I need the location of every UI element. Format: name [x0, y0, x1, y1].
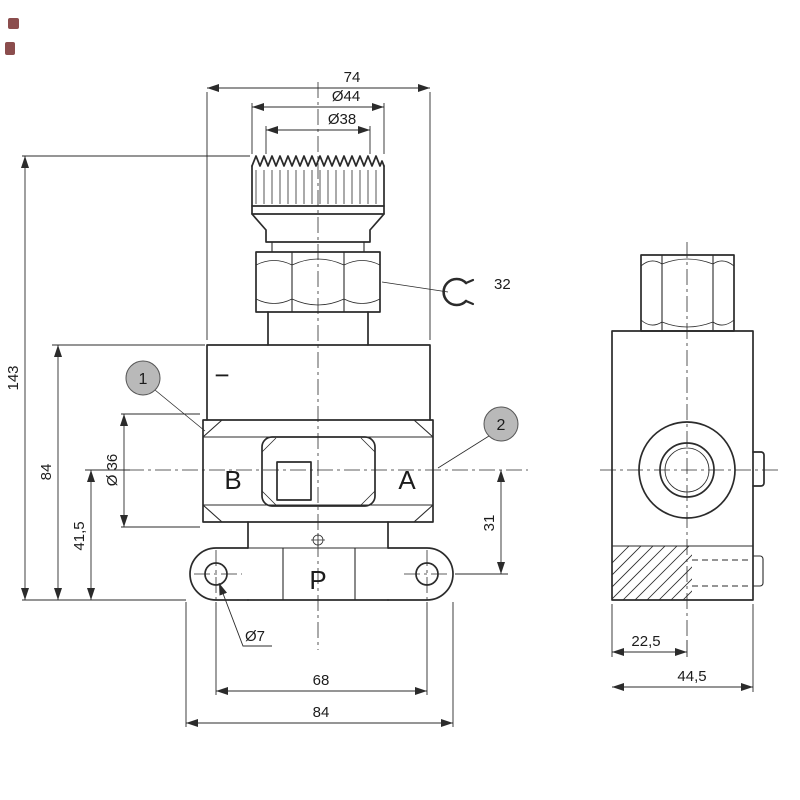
centerlines: [128, 82, 528, 650]
mounting-hole-left: [204, 562, 228, 586]
dim-pitch-right: 31: [455, 470, 508, 575]
side-boss-tab: [752, 451, 765, 487]
port-label-a: A: [398, 465, 416, 495]
foot-section-hatch: [612, 546, 692, 600]
callout-1-badge: [125, 360, 161, 396]
port-label-b: B: [224, 465, 241, 495]
adjust-direction-minus: −: [214, 360, 229, 390]
front-view: − B A: [5, 69, 528, 727]
valve-body: B A: [202, 419, 434, 547]
wrench-size-value: 32: [494, 276, 511, 293]
dim-height-total: 143: [5, 155, 250, 601]
callout-2-badge: [483, 406, 519, 442]
dim-bore: Ø 36: [104, 413, 200, 528]
scan-artifact: [5, 42, 15, 55]
dim-hole-pitch: 68: [215, 602, 428, 695]
side-foot-tab: [753, 555, 764, 587]
locknut: [255, 251, 381, 313]
port-label-p: P: [309, 565, 326, 595]
dim-pitch-right-value: 31: [481, 515, 498, 532]
dim-bore-value: Ø 36: [104, 454, 121, 487]
dim-hole-pitch-value: 68: [313, 672, 330, 689]
dim-height-total-value: 143: [5, 365, 22, 390]
wrench-callout: 32: [381, 276, 511, 307]
callout-1: 1: [125, 360, 206, 432]
upper-housing: −: [206, 311, 431, 421]
dim-top-width: 74: [206, 69, 431, 340]
scan-artifact: [8, 18, 19, 29]
dim-depth-value: 44,5: [677, 668, 706, 685]
dim-hole-value: Ø7: [245, 628, 265, 645]
dim-knob-mid-value: Ø38: [328, 111, 356, 128]
dim-height-port: 41,5: [71, 469, 130, 600]
adjustment-knob: [251, 155, 385, 253]
dim-knob-mid: Ø38: [265, 111, 371, 154]
center-window: [276, 461, 312, 501]
wrench-icon: [442, 277, 475, 307]
dim-height-body-value: 84: [38, 464, 55, 481]
mounting-flange: P: [189, 521, 454, 601]
center-mark-icon: [311, 533, 325, 547]
dim-depth: 44,5: [612, 604, 754, 692]
callout-2: 2: [437, 406, 519, 469]
dim-height-body: 84: [38, 344, 205, 600]
callout-1-number: 1: [139, 371, 148, 388]
dim-foot-offset-value: 22,5: [631, 633, 660, 650]
side-view: 22,5 44,5: [600, 242, 780, 692]
mounting-hole-right: [415, 562, 439, 586]
dim-top-width-value: 74: [344, 69, 361, 86]
dim-hole-leader: Ø7: [218, 582, 272, 647]
knurl-ribs: [255, 170, 377, 204]
side-centerlines: [600, 242, 780, 636]
side-hex-cap: [640, 254, 735, 332]
dim-knob-outer-value: Ø44: [332, 88, 360, 105]
dim-foot-offset: 22,5: [611, 604, 688, 657]
dim-knob-outer: Ø44: [251, 88, 385, 154]
side-body: [611, 330, 765, 601]
dim-height-port-value: 41,5: [71, 521, 88, 550]
callout-2-number: 2: [497, 417, 506, 434]
dim-base-width: 84: [185, 602, 454, 727]
side-port-boss: [638, 421, 736, 519]
dim-base-width-value: 84: [313, 704, 330, 721]
side-port-bore: [659, 442, 715, 498]
